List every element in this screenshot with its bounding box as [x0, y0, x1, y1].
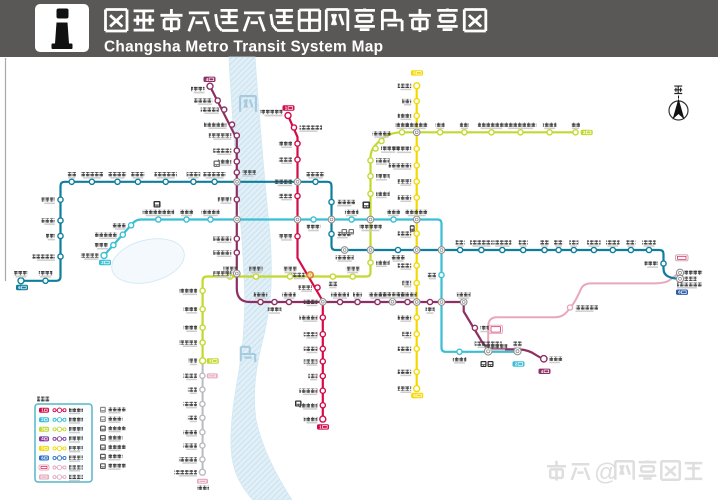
svg-text:6: 6: [678, 290, 681, 295]
svg-text:1: 1: [285, 106, 288, 111]
svg-text:3: 3: [41, 427, 44, 432]
svg-text:5: 5: [41, 446, 44, 451]
svg-text:6: 6: [41, 455, 44, 460]
svg-text:Changsha Metro Transit System: Changsha Metro Transit System Map: [104, 39, 383, 56]
svg-text:2: 2: [41, 417, 44, 422]
svg-text:4: 4: [41, 436, 44, 441]
svg-text:5: 5: [413, 393, 416, 398]
svg-text:4: 4: [206, 77, 209, 82]
svg-text:5: 5: [413, 70, 416, 75]
svg-text:3: 3: [583, 130, 586, 135]
svg-text:6: 6: [18, 285, 21, 290]
svg-text:1: 1: [319, 424, 322, 429]
svg-text:2: 2: [515, 362, 518, 367]
svg-text:1: 1: [41, 408, 44, 413]
svg-text:3: 3: [209, 359, 212, 364]
svg-text:4: 4: [541, 369, 544, 374]
svg-text:2: 2: [101, 260, 104, 265]
